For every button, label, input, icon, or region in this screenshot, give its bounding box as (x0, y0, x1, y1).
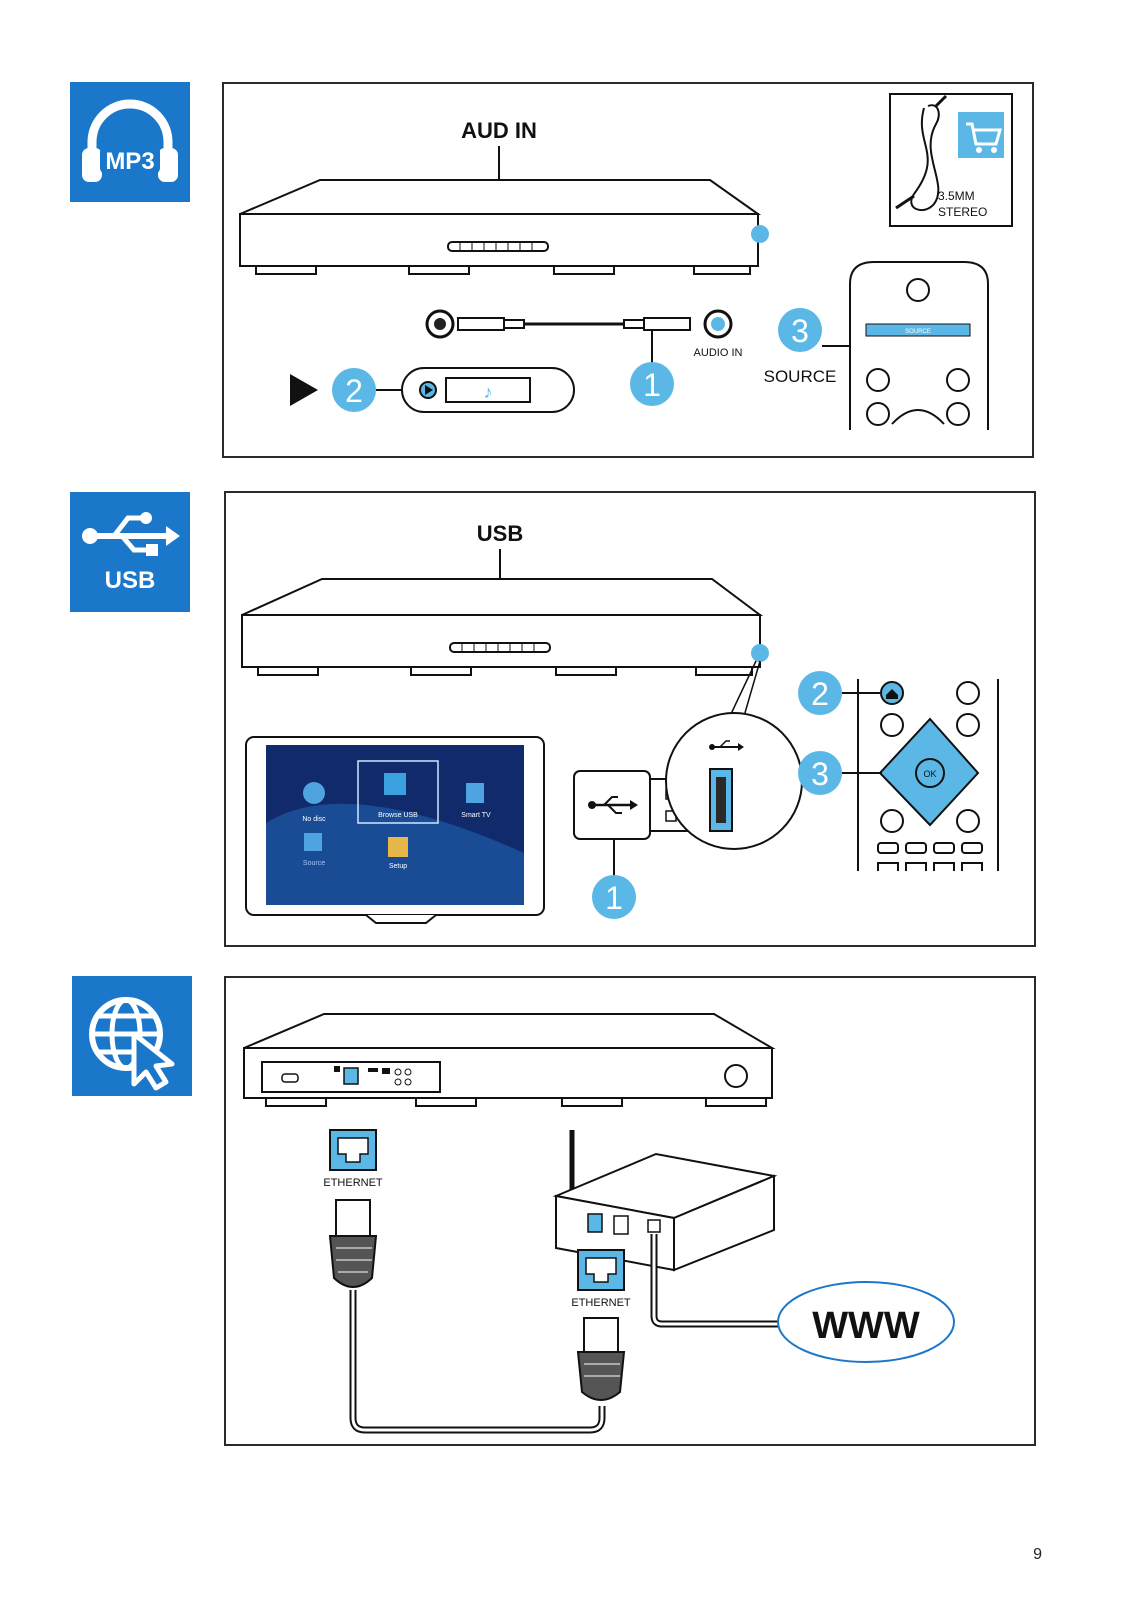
ok-button[interactable] (915, 758, 945, 788)
internet-tile (72, 976, 192, 1096)
audio-in-label: AUDIO IN (694, 347, 743, 359)
source-label: SOURCE (764, 367, 837, 386)
player-device (239, 179, 762, 275)
music-note-icon: ♪ (484, 382, 493, 402)
mp3-player: ♪ (401, 367, 575, 413)
www-label: WWW (812, 1305, 920, 1347)
player-device (241, 578, 763, 676)
usb-step-2-number: 2 (811, 676, 829, 712)
ethernet-port-icon (329, 1129, 377, 1171)
player-rear (243, 1013, 776, 1107)
screen-item-browse-usb: Browse USB (378, 812, 418, 819)
ethernet-plug-2 (576, 1317, 626, 1401)
router-lan-port (587, 1213, 603, 1233)
step-2-badge (332, 368, 376, 412)
audio-cable (425, 309, 733, 339)
step-1-number: 1 (643, 367, 661, 403)
cable-spec-line2: STEREO (938, 205, 987, 219)
usb-panel: USB No disc Browse U (224, 491, 1036, 947)
remote-source-key[interactable] (865, 323, 971, 337)
globe-cursor-icon (89, 997, 175, 1091)
mp3-tile: MP3 (70, 82, 190, 202)
step-3-badge (778, 308, 822, 352)
remote-control: SOURCE (849, 261, 989, 430)
aud-in-title: AUD IN (461, 118, 537, 143)
network-diagram: ETHERNET ETHERNET (243, 1013, 955, 1434)
usb-port-dot (751, 644, 769, 662)
device-indicator-dot (751, 225, 769, 243)
usb-step-3-badge (798, 751, 842, 795)
usb-tile-text: USB (105, 567, 156, 594)
cart-icon (966, 122, 1002, 146)
step-2-number: 2 (345, 373, 363, 409)
play-triangle-icon (290, 374, 318, 406)
audio-in-panel: AUD IN 3.5MM STEREO (222, 82, 1034, 458)
step-3-number: 3 (791, 313, 809, 349)
home-icon (886, 689, 898, 699)
ethernet-label-2: ETHERNET (571, 1297, 631, 1309)
step-1-badge (630, 362, 674, 406)
mp3-tile-text: MP3 (105, 148, 154, 175)
network-panel: ETHERNET ETHERNET (224, 976, 1036, 1446)
ethernet-port-icon (577, 1249, 625, 1291)
screen-item-source: Source (303, 860, 325, 867)
cable-spec-line1: 3.5MM (938, 189, 975, 203)
remote-source-key-label: SOURCE (905, 329, 931, 335)
page-number: 9 (1033, 1546, 1042, 1563)
ok-button-label: OK (923, 769, 936, 779)
screen-item-setup: Setup (389, 863, 407, 870)
router (552, 1130, 778, 1272)
screen-item-no-disc: No disc (302, 816, 326, 823)
ethernet-label-1: ETHERNET (323, 1177, 383, 1189)
usb-step-1-badge (592, 875, 636, 919)
usb-icon: USB (82, 512, 180, 594)
usb-port-magnified (665, 712, 803, 850)
usb-step-1-number: 1 (605, 880, 623, 916)
ethernet-plug-1 (328, 1199, 378, 1288)
usb-title: USB (477, 521, 523, 546)
usb-tile: USB (70, 492, 190, 612)
internet-www-bubble (777, 1281, 955, 1363)
usb-step-3-number: 3 (811, 756, 829, 792)
tv-screen: No disc Browse USB Smart TV Setup Source (245, 736, 545, 924)
rear-ethernet-port (343, 1067, 359, 1085)
screen-item-smart-tv: Smart TV (461, 812, 491, 819)
audio-in-diagram: AUD IN 3.5MM STEREO (239, 93, 1013, 430)
usb-diagram: USB No disc Browse U (241, 521, 999, 924)
remote-control: OK (857, 679, 999, 871)
headphones-icon: MP3 (82, 99, 178, 182)
cable-accessory-box: 3.5MM STEREO (889, 93, 1013, 227)
usb-step-2-badge (798, 671, 842, 715)
